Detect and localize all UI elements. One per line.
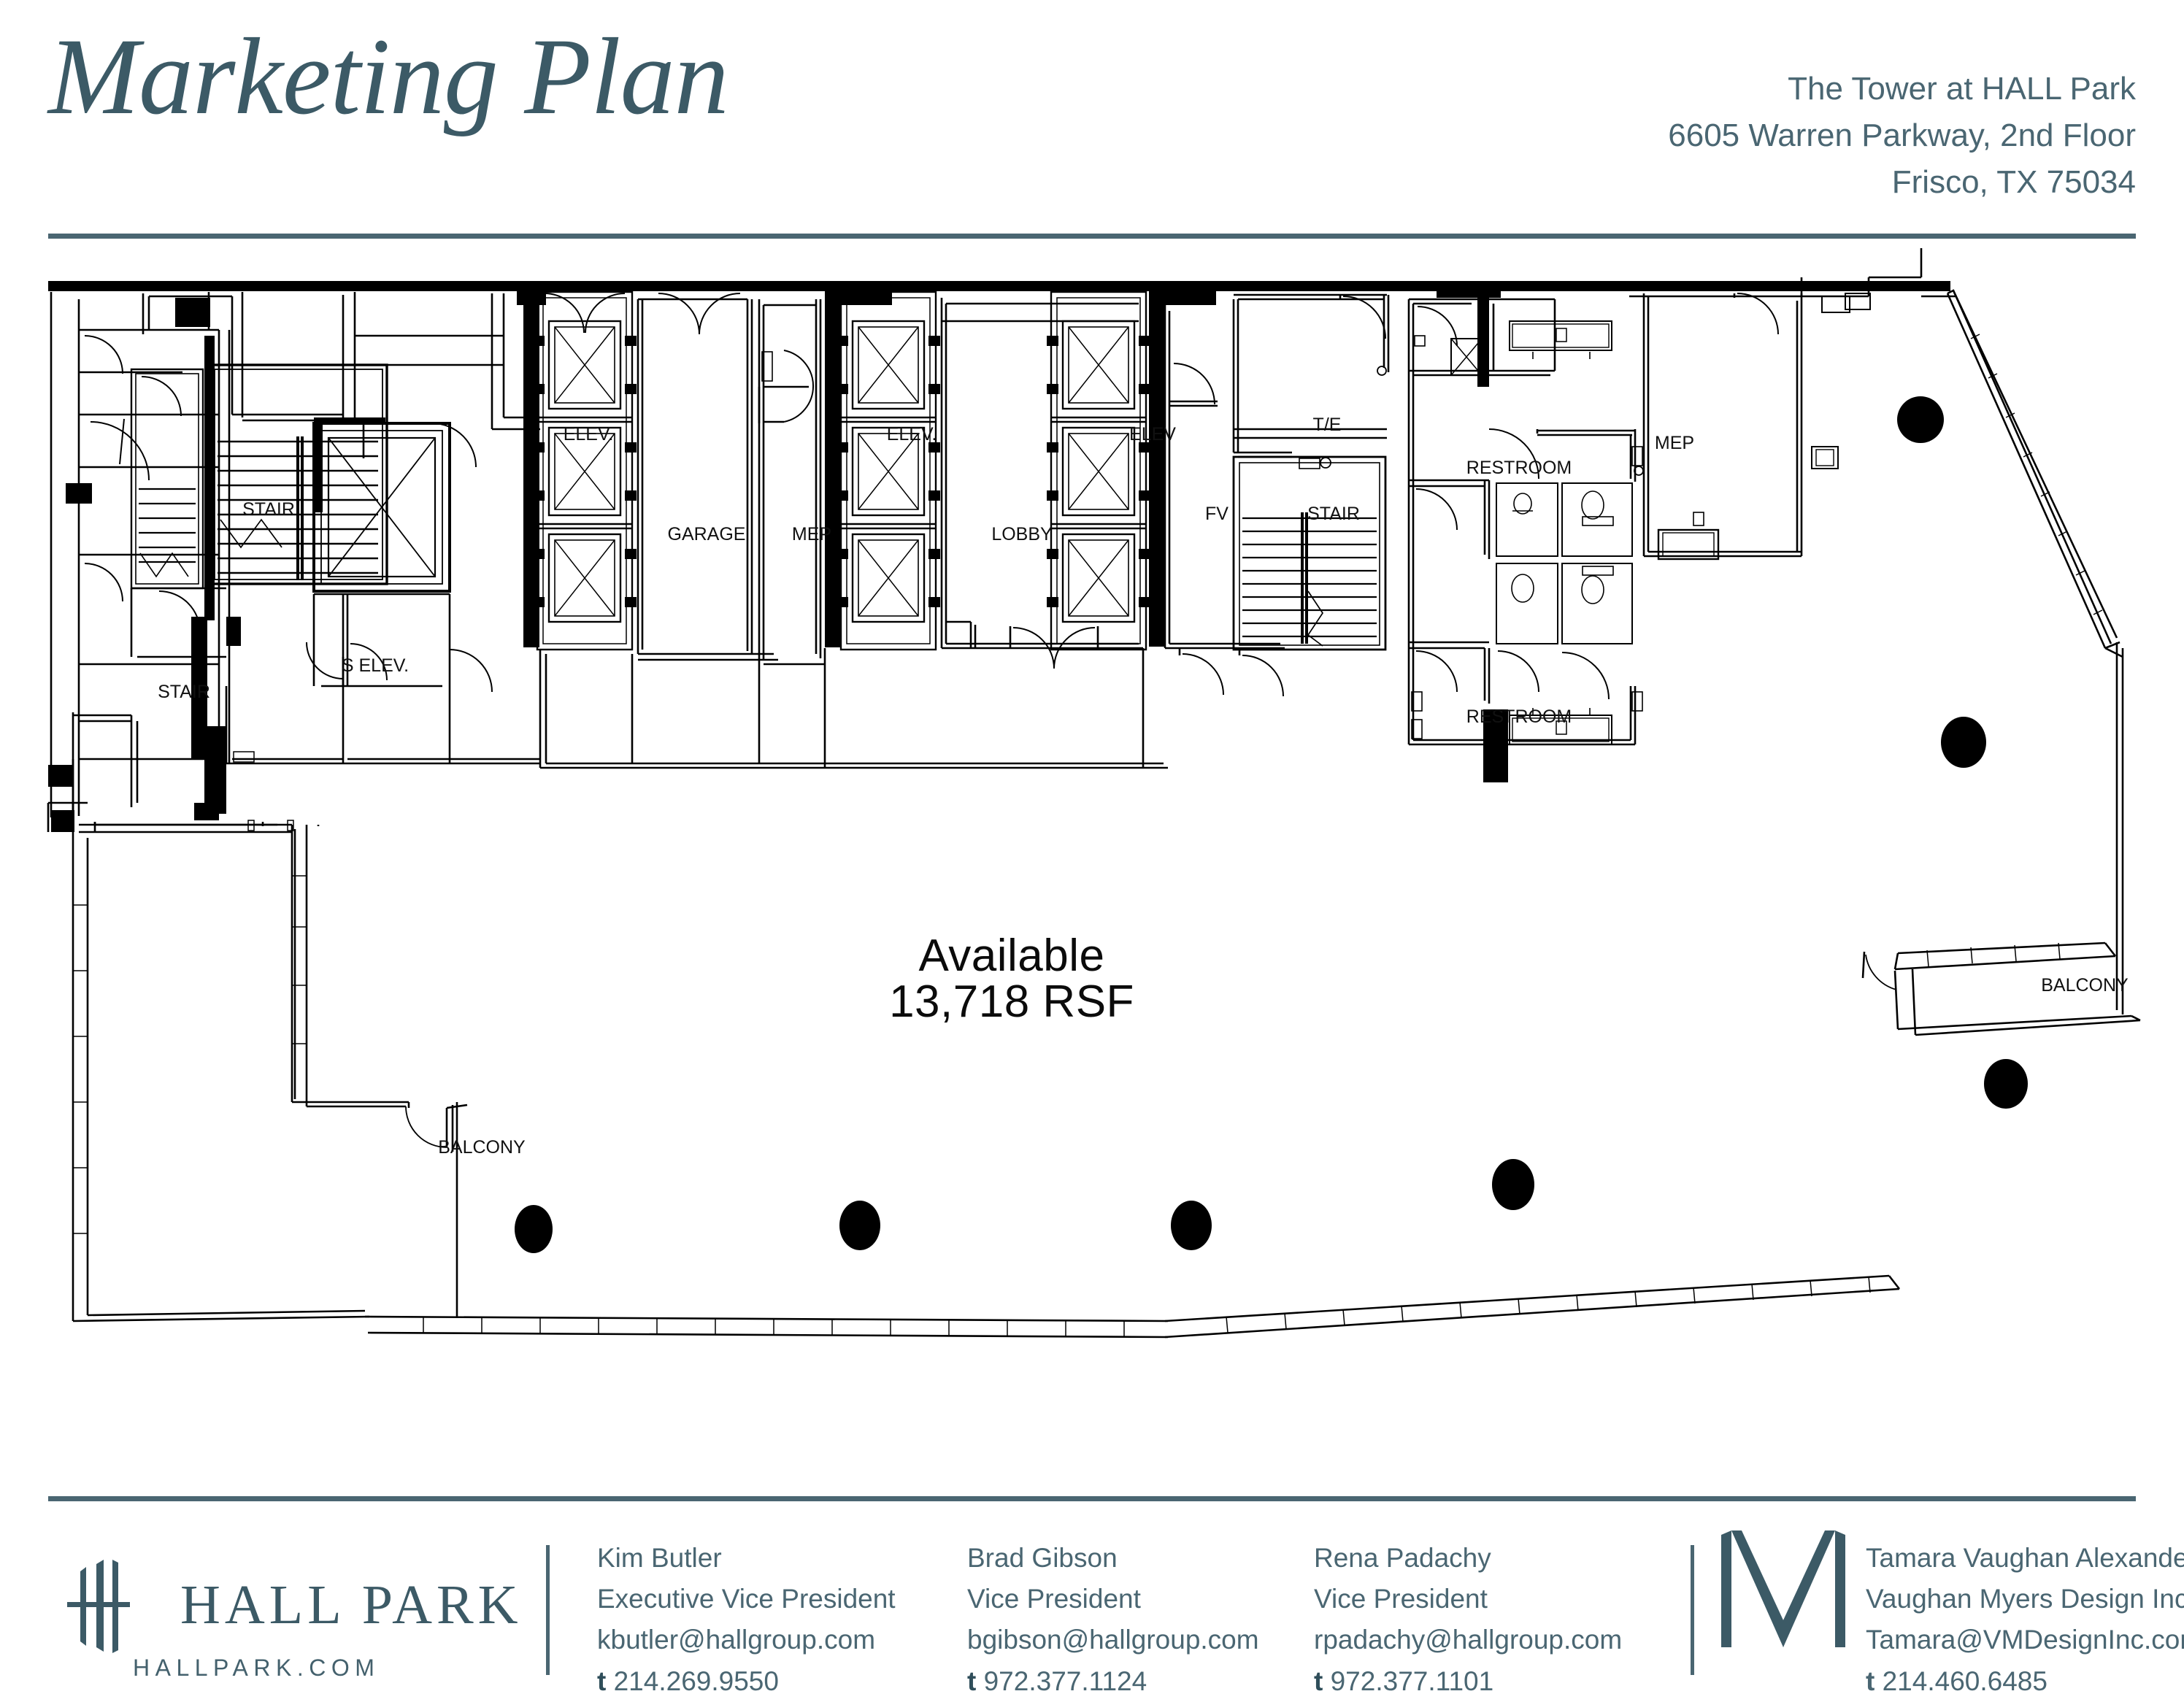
- service-elevator: [306, 422, 493, 693]
- contact-email[interactable]: Tamara@VMDesignInc.com: [1866, 1625, 2184, 1655]
- room-label: GARAGE: [668, 524, 746, 544]
- phone-prefix: t: [1866, 1666, 1875, 1696]
- phone-number: 972.377.1124: [983, 1666, 1147, 1696]
- garage-room: [637, 293, 778, 661]
- floor-plan-svg: STAIR STAIR S ELEV. ELEV. GARAGE MEP ELE…: [47, 248, 2141, 1339]
- hall-park-url[interactable]: HALLPARK.COM: [133, 1655, 380, 1681]
- contact-name: Brad Gibson: [967, 1543, 1118, 1573]
- contact-email[interactable]: kbutler@hallgroup.com: [597, 1625, 876, 1655]
- stair-right: [1232, 428, 1387, 651]
- room-label: S ELEV.: [342, 655, 409, 676]
- footer-divider-2: [1691, 1545, 1694, 1675]
- room-label: BALCONY: [438, 1137, 526, 1158]
- contact-card-2: Brad Gibson Vice President bgibson@hallg…: [967, 1538, 1259, 1702]
- room-label: FV: [1205, 504, 1228, 524]
- room-label: RESTROOM: [1466, 706, 1572, 727]
- contact-company: Vaughan Myers Design Inc.: [1866, 1584, 2184, 1614]
- page-footer: HALL PARK HALLPARK.COM Kim Butler Execut…: [0, 1501, 2184, 1696]
- vaughan-myers-m-logo-icon: [1721, 1530, 1845, 1647]
- fv-and-te-rooms: [1164, 293, 1390, 697]
- room-label: STAIR: [242, 499, 295, 520]
- balcony-west: [93, 820, 468, 1318]
- city-state-zip: Frisco, TX 75034: [1891, 164, 2136, 201]
- contact-name: Rena Padachy: [1314, 1543, 1491, 1573]
- contact-phone[interactable]: t 214.269.9550: [597, 1661, 896, 1702]
- footer-divider-1: [546, 1545, 550, 1675]
- room-label: ELEV.: [887, 424, 937, 444]
- core-south-wall: [48, 648, 1168, 825]
- stair-left-small: [130, 368, 226, 658]
- availability-area: 13,718 RSF: [889, 977, 1134, 1028]
- contact-card-4: Tamara Vaughan Alexander Vaughan Myers D…: [1866, 1538, 2184, 1702]
- perimeter-curtain-wall: [47, 248, 2141, 1339]
- floor-plan-drawing: STAIR STAIR S ELEV. ELEV. GARAGE MEP ELE…: [0, 248, 2184, 1489]
- phone-prefix: t: [597, 1666, 607, 1696]
- footer-divider-rule: [48, 1496, 2136, 1501]
- contact-card-1: Kim Butler Executive Vice President kbut…: [597, 1538, 896, 1702]
- page-title: Marketing Plan: [48, 16, 729, 137]
- phone-number: 214.460.6485: [1882, 1666, 2048, 1696]
- elevator-bank-c: [1047, 290, 1150, 651]
- property-name: The Tower at HALL Park: [1788, 71, 2136, 107]
- contact-email[interactable]: bgibson@hallgroup.com: [967, 1625, 1259, 1655]
- contact-phone[interactable]: t 214.460.6485: [1866, 1661, 2184, 1702]
- contact-title: Executive Vice President: [597, 1584, 896, 1614]
- contact-phone[interactable]: t 972.377.1124: [967, 1661, 1259, 1702]
- hall-park-logo[interactable]: HALL PARK HALLPARK.COM: [53, 1560, 549, 1681]
- stair-left-large: [209, 363, 388, 585]
- room-label: STAIR: [158, 682, 210, 702]
- room-label: LOBBY: [991, 524, 1053, 544]
- phone-prefix: t: [1314, 1666, 1323, 1696]
- phone-number: 972.377.1101: [1330, 1666, 1494, 1696]
- hall-park-h-monogram-icon: [67, 1560, 130, 1653]
- restroom-block: [1407, 298, 1644, 746]
- mep-room-right: [1642, 293, 1871, 561]
- elevator-bank-a: [533, 290, 637, 651]
- room-label: STAIR: [1307, 504, 1360, 524]
- contact-name: Tamara Vaughan Alexander: [1866, 1543, 2184, 1573]
- contact-title: Vice President: [1314, 1584, 1488, 1614]
- room-label: MEP: [1655, 433, 1694, 453]
- hall-park-wordmark: HALL PARK: [180, 1574, 523, 1636]
- room-label: MEP: [792, 524, 831, 544]
- street-address: 6605 Warren Parkway, 2nd Floor: [1668, 118, 2136, 154]
- contact-phone[interactable]: t 972.377.1101: [1314, 1661, 1622, 1702]
- header-divider-rule: [48, 234, 2136, 239]
- contact-title: Vice President: [967, 1584, 1141, 1614]
- availability-callout: Available 13,718 RSF: [873, 933, 1150, 1025]
- room-label: ELEV: [1129, 424, 1176, 444]
- room-label: ELEV.: [564, 424, 614, 444]
- contact-card-3: Rena Padachy Vice President rpadachy@hal…: [1314, 1538, 1622, 1702]
- room-label: BALCONY: [2041, 975, 2129, 996]
- room-label-group: STAIR STAIR S ELEV. ELEV. GARAGE MEP ELE…: [158, 415, 2129, 1158]
- phone-prefix: t: [967, 1666, 977, 1696]
- room-label: T/E: [1313, 415, 1342, 435]
- page-header: Marketing Plan The Tower at HALL Park 66…: [0, 0, 2184, 241]
- mep-shaft-center: [758, 299, 825, 666]
- lobby-room: [940, 298, 1143, 669]
- structural-columns: [515, 396, 2028, 1253]
- contact-email[interactable]: rpadachy@hallgroup.com: [1314, 1625, 1623, 1655]
- room-label: RESTROOM: [1466, 458, 1572, 478]
- phone-number: 214.269.9550: [613, 1666, 779, 1696]
- property-address-block: The Tower at HALL Park 6605 Warren Parkw…: [1668, 66, 2136, 207]
- availability-label: Available: [918, 931, 1105, 981]
- elevator-bank-b: [837, 290, 940, 651]
- contact-name: Kim Butler: [597, 1543, 722, 1573]
